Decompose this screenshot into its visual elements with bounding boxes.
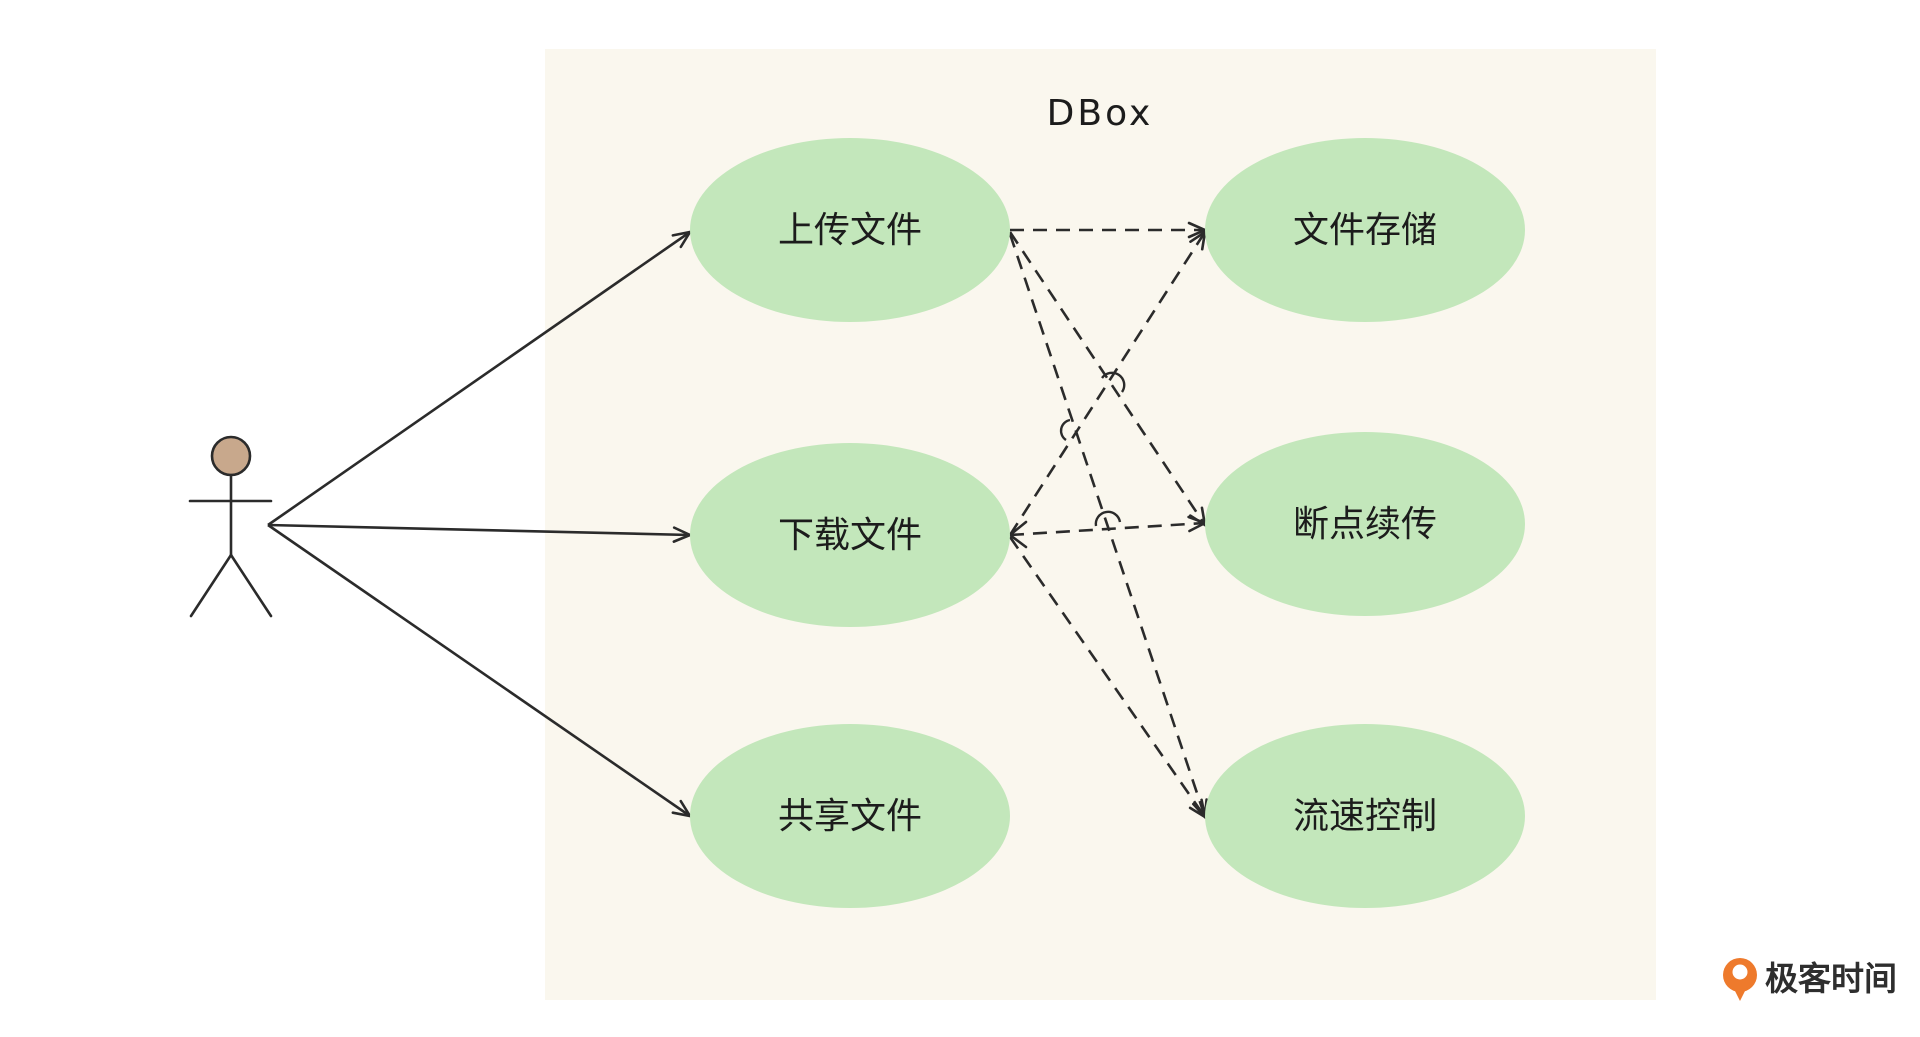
use-case-share: 共享文件 bbox=[690, 724, 1010, 908]
relation-upload-flow-control bbox=[1008, 233, 1205, 817]
use-case-download-label: 下载文件 bbox=[778, 515, 922, 556]
use-case-storage-label: 文件存储 bbox=[1293, 210, 1437, 251]
brand-name: 极客时间 bbox=[1765, 959, 1897, 998]
use-case-resume: 断点续传 bbox=[1205, 432, 1525, 616]
association-download bbox=[267, 523, 690, 535]
use-case-resume-label: 断点续传 bbox=[1293, 504, 1437, 545]
actor-stick-figure-icon bbox=[188, 435, 273, 618]
crossing-hops bbox=[1059, 371, 1126, 527]
use-case-upload-label: 上传文件 bbox=[778, 210, 922, 251]
association-upload bbox=[267, 232, 690, 527]
relation-download-resume bbox=[1009, 523, 1205, 537]
relation-download-storage bbox=[1008, 232, 1205, 536]
use-case-storage: 文件存储 bbox=[1205, 138, 1525, 322]
use-case-upload: 上传文件 bbox=[690, 138, 1010, 322]
brand-watermark: 极客时间 bbox=[1723, 958, 1897, 1001]
actor-associations bbox=[267, 232, 690, 816]
use-case-share-label: 共享文件 bbox=[778, 796, 922, 837]
include-relations bbox=[1008, 230, 1205, 817]
use-case-download: 下载文件 bbox=[690, 443, 1010, 627]
relation-download-flow-control bbox=[1008, 536, 1205, 817]
geektime-logo-icon bbox=[1723, 958, 1757, 1001]
use-case-flow-control: 流速控制 bbox=[1205, 724, 1525, 908]
relation-upload-resume bbox=[1008, 231, 1205, 525]
system-title: DBox bbox=[1047, 93, 1154, 134]
association-share bbox=[267, 523, 690, 816]
use-case-flow-control-label: 流速控制 bbox=[1293, 796, 1437, 837]
actor-head bbox=[210, 435, 252, 477]
